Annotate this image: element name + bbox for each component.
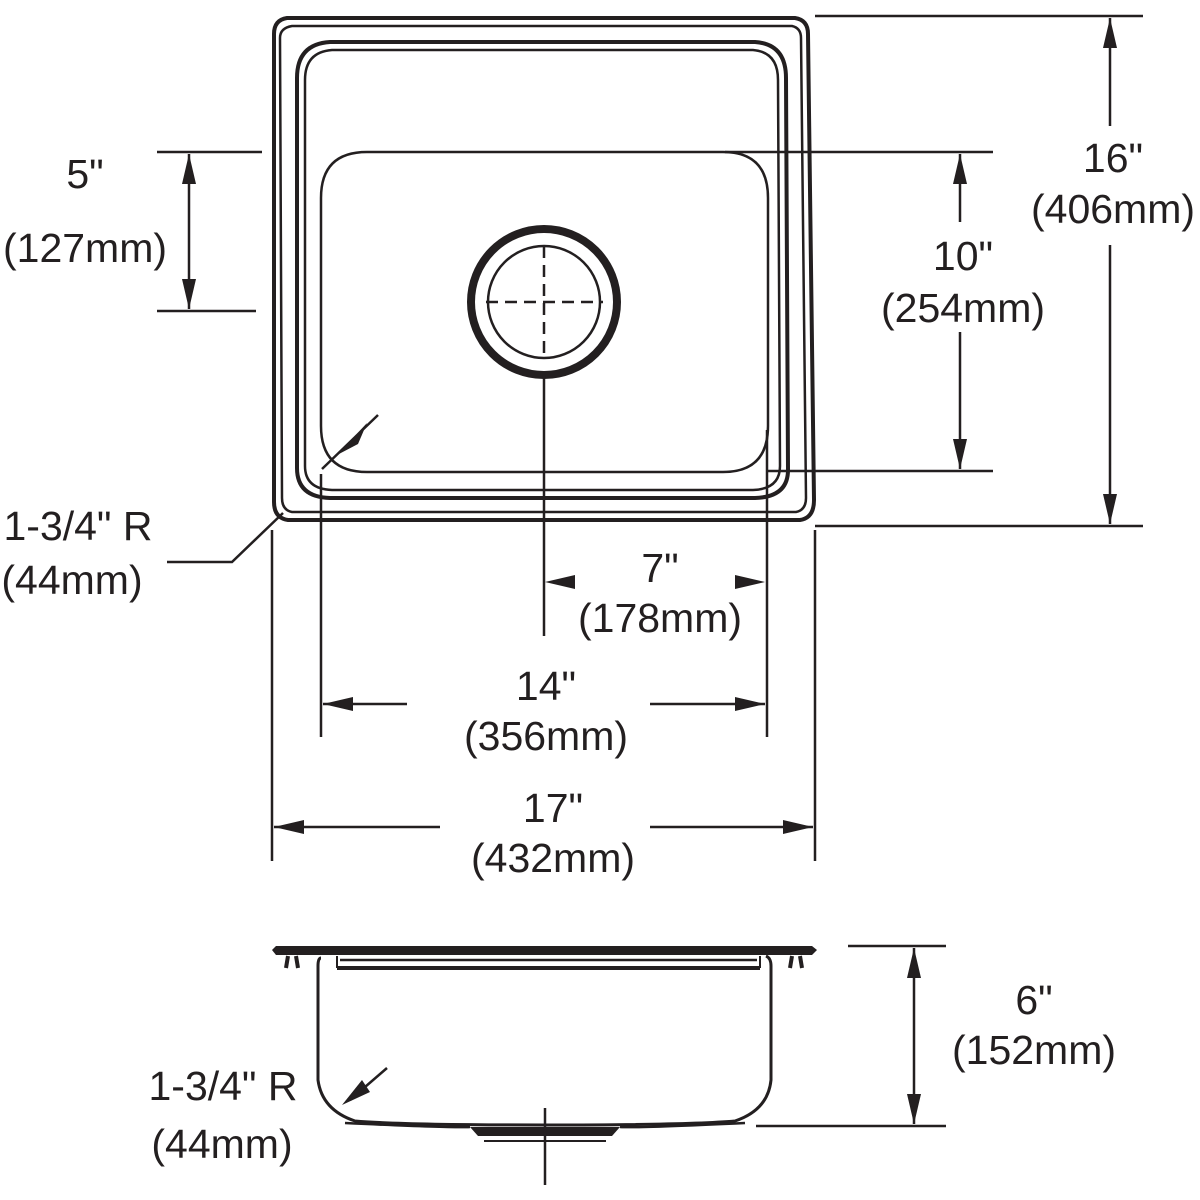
overall-width-metric: (432mm) [471,835,635,881]
dimension-drain-to-side: 7" (178mm) [545,545,765,641]
dimension-corner-radius-top: 1-3/4" R (44mm) [1,414,379,603]
drain-offset-imperial: 5" [66,151,103,197]
bowl-bottom-outline [319,150,770,474]
dimension-bowl-width: 14" (356mm) [323,663,765,759]
mounting-clip-right [788,955,804,969]
sink-inner-rim [295,40,791,500]
bowl-length-metric: (254mm) [881,285,1045,331]
overall-width-imperial: 17" [523,785,583,831]
mounting-clip-left [284,955,300,969]
dimension-overall-length: 16" (406mm) [815,14,1195,528]
drain-icon [467,225,621,379]
drain-to-side-metric: (178mm) [578,595,742,641]
bowl-depth-imperial: 6" [1015,977,1052,1023]
corner-radius-top-imperial: 1-3/4" R [3,503,152,549]
sink-bowl-profile [316,954,773,1127]
corner-radius-side-metric: (44mm) [151,1121,292,1167]
overall-length-metric: (406mm) [1031,186,1195,232]
drain-offset-metric: (127mm) [3,225,167,271]
dimension-corner-radius-side: 1-3/4" R (44mm) [148,1063,388,1167]
dimension-drain-offset: 5" (127mm) [3,150,262,313]
corner-radius-side-imperial: 1-3/4" R [148,1063,297,1109]
bowl-depth-metric: (152mm) [952,1027,1116,1073]
dimension-bowl-depth: 6" (152mm) [756,944,1116,1128]
corner-radius-top-metric: (44mm) [1,557,142,603]
sink-rim-flange [272,946,817,955]
bowl-length-imperial: 10" [933,233,993,279]
sink-outer-rim [272,16,817,522]
side-view: 6" (152mm) 1-3/4" R (44mm) [148,944,1116,1185]
top-view: 16" (406mm) 10" (254mm) 5" (127mm) [1,14,1195,881]
drain-to-side-imperial: 7" [641,545,678,591]
overall-length-imperial: 16" [1083,135,1143,181]
dimension-bowl-length: 10" (254mm) [725,150,1045,473]
bowl-width-imperial: 14" [516,663,576,709]
dimension-overall-width: 17" (432mm) [274,785,813,881]
bowl-width-metric: (356mm) [464,713,628,759]
